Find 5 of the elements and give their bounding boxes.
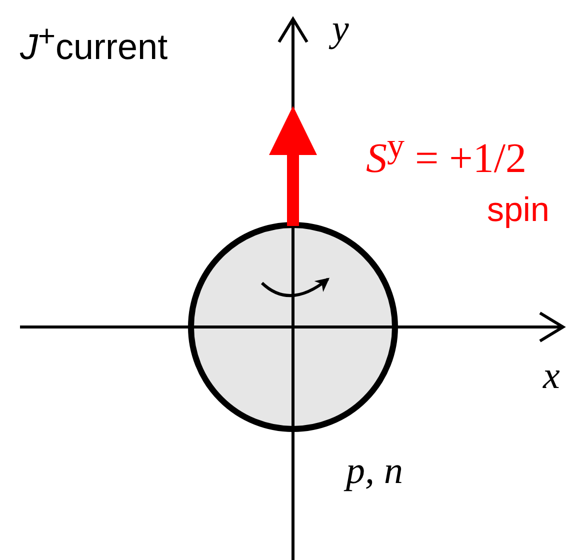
current-label: J$^{+}$current	[20, 22, 168, 65]
spin-label: spin	[487, 193, 550, 227]
axis-label: x	[543, 357, 560, 395]
particle-label: p, n	[346, 452, 403, 490]
spin-value-label: S$^{y}$ = +1/2	[366, 128, 527, 180]
